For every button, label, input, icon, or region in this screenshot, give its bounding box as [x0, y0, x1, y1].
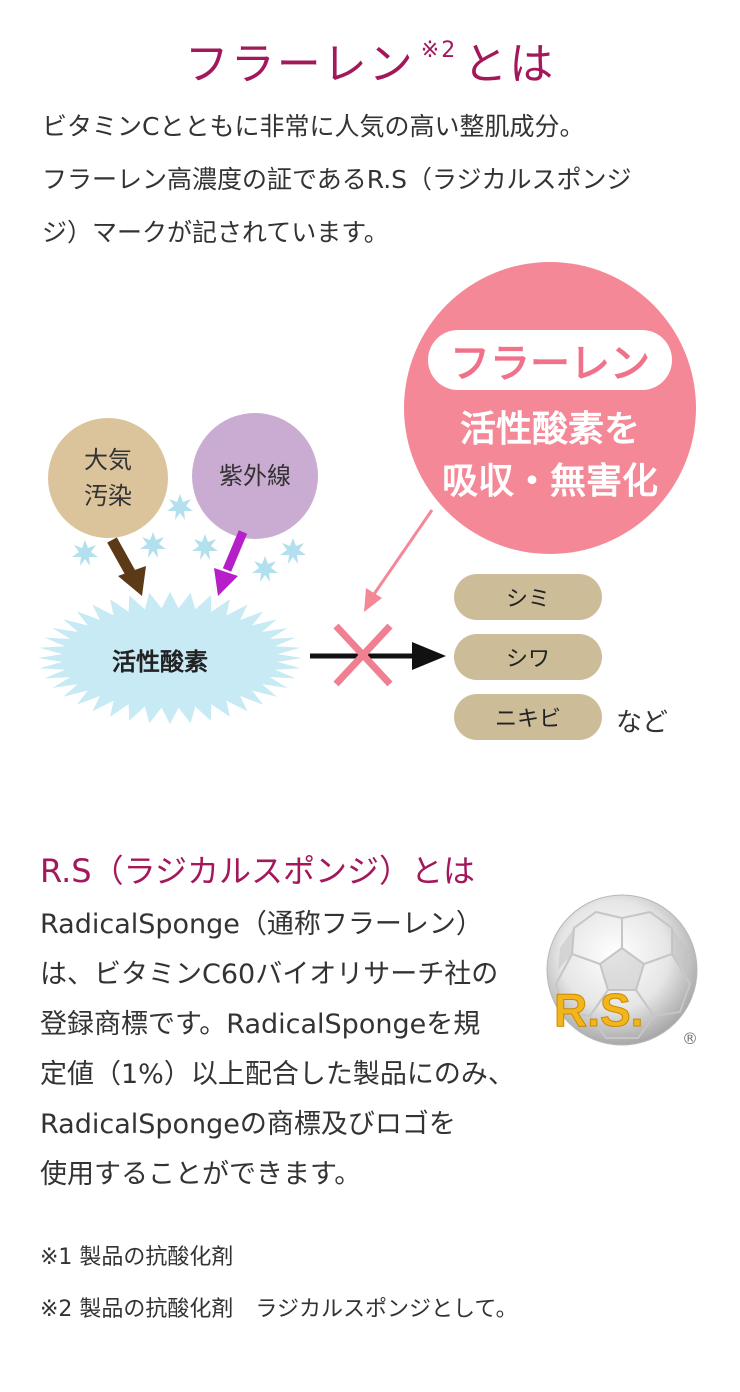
brown-arrow-head [118, 566, 146, 596]
title-main: フラーレン [184, 39, 415, 90]
result-pill-acne: ニキビ [454, 694, 602, 740]
footnotes: ※1 製品の抗酸化剤 ※2 製品の抗酸化剤 ラジカルスポンジとして。 [40, 1232, 518, 1336]
sparkle-icons [72, 494, 306, 582]
uv-circle [192, 413, 318, 539]
result-arrow-head [412, 642, 446, 670]
active-oxygen-label: 活性酸素 [112, 648, 208, 676]
sparkle-icon [167, 494, 193, 520]
rs-line: 登録商標です。RadicalSpongeを規 [40, 1009, 481, 1040]
sparkle-icon [192, 534, 218, 560]
fullerene-description: 活性酸素を 吸収・無害化 [406, 404, 694, 508]
rs-heading: R.S（ラジカルスポンジ）とは [40, 852, 475, 890]
result-pill-wrinkles: シワ [454, 634, 602, 680]
purple-arrow-line [222, 530, 248, 572]
rs-line: RadicalSponge（通称フラーレン） [40, 909, 483, 940]
footnote-1: ※1 製品の抗酸化剤 [40, 1245, 234, 1270]
result-pill-spots: シミ [454, 574, 602, 620]
rs-logo-text: R.S. [554, 984, 643, 1036]
intro-line: フラーレン高濃度の証であるR.S（ラジカルスポンジ [42, 165, 632, 194]
fullerene-desc-line: 活性酸素を [459, 409, 640, 450]
uv-label: 紫外線 [219, 462, 291, 490]
rs-line: 使用することができます。 [40, 1159, 362, 1190]
soccer-ball-icon [546, 894, 698, 1046]
sparkle-icon [72, 540, 98, 566]
rs-line: RadicalSpongeの商標及びロゴを [40, 1109, 456, 1140]
rs-line: は、ビタミンC60バイオリサーチ社の [40, 959, 499, 990]
results-suffix: など [616, 708, 669, 738]
rs-description: RadicalSponge（通称フラーレン） は、ビタミンC60バイオリサーチ社… [40, 900, 540, 1200]
air-pollution-circle [48, 418, 168, 538]
active-oxygen-burst [38, 592, 302, 724]
registered-mark: ® [682, 1029, 698, 1048]
rs-line: 定値（1%）以上配合した製品にのみ、 [40, 1059, 515, 1090]
footnote-2: ※2 製品の抗酸化剤 ラジカルスポンジとして。 [40, 1297, 518, 1322]
pink-arrow-head [364, 588, 382, 612]
intro-line: ジ）マークが記されています。 [42, 218, 389, 247]
intro-paragraph: ビタミンCとともに非常に人気の高い整肌成分。 フラーレン高濃度の証であるR.S（… [42, 100, 722, 259]
pink-arrow-line [368, 509, 434, 601]
rs-logo: R.S. ® [546, 894, 698, 1048]
brown-arrow-line [107, 537, 136, 577]
air-pollution-label-line: 大気 [84, 446, 132, 474]
ball-dark-panels [558, 928, 690, 990]
block-cross-icon [333, 623, 393, 687]
air-pollution-label: 大気汚染 [48, 418, 168, 538]
diagram-graphic [38, 262, 696, 724]
air-pollution-label-line: 汚染 [84, 482, 132, 510]
fullerene-name-pill: フラーレン [428, 330, 672, 390]
sparkle-icon [252, 556, 278, 582]
fullerene-desc-line: 吸収・無害化 [441, 461, 658, 502]
intro-line: ビタミンCとともに非常に人気の高い整肌成分。 [42, 112, 585, 141]
title-footnote-mark: ※2 [420, 38, 458, 63]
sparkle-icon [140, 532, 166, 558]
purple-arrow-head [214, 568, 238, 596]
title-suffix: とは [463, 39, 556, 90]
sparkle-icon [280, 538, 306, 564]
